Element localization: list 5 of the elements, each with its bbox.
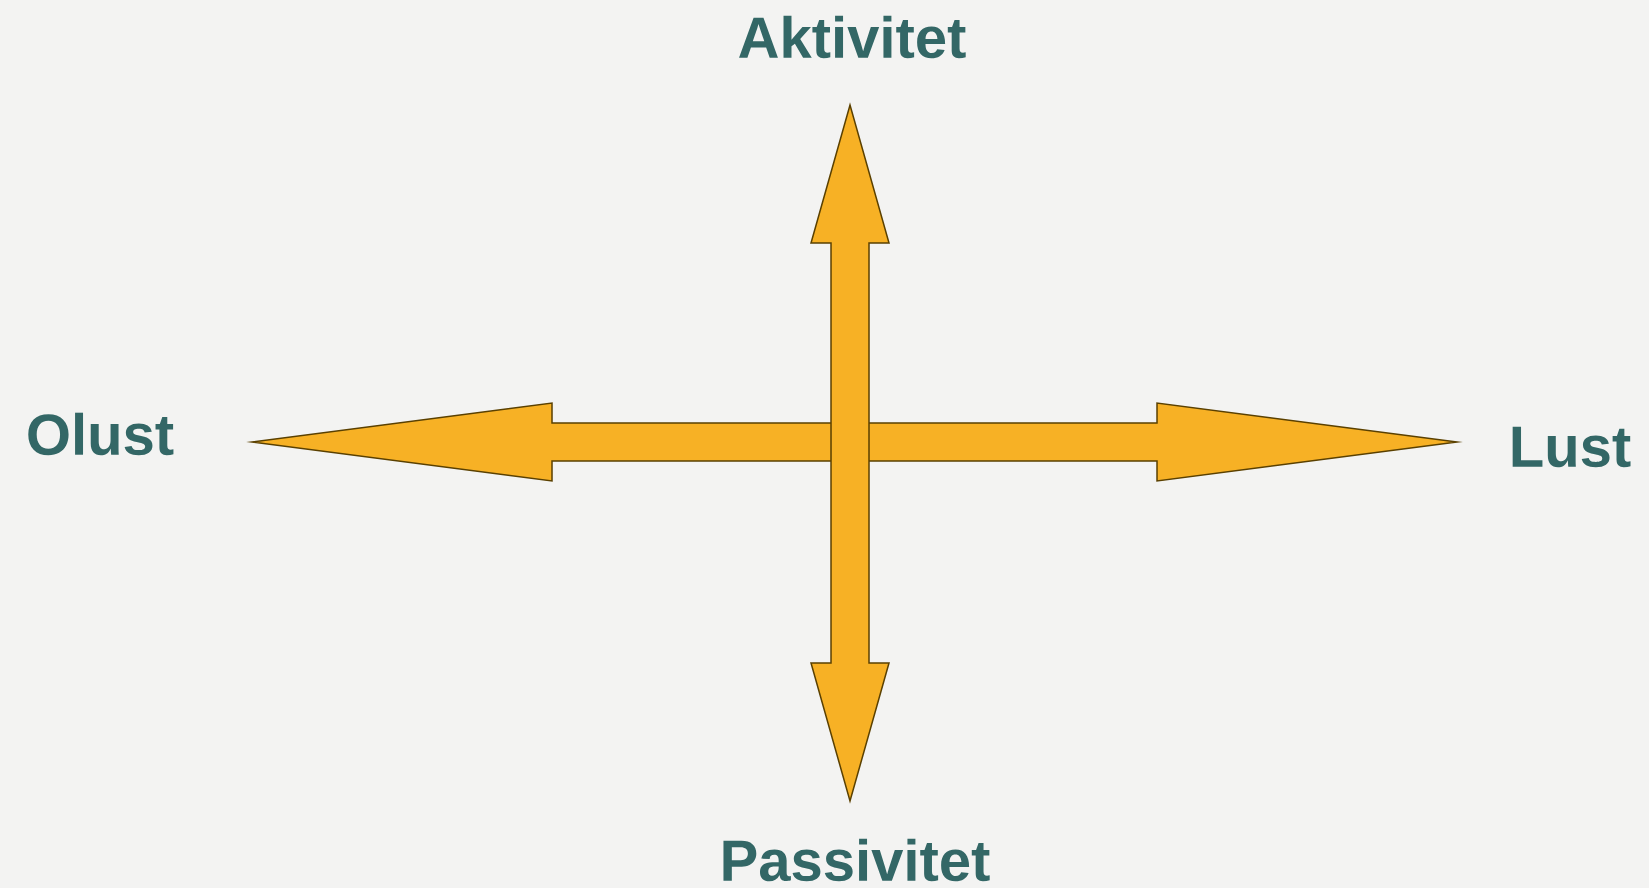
axis-label: Aktivitet [739,15,966,59]
axis-label: Lust [1512,426,1631,468]
axis-label: Olust [28,412,174,456]
double-arrow [810,102,890,804]
axis-label: Passivitet [723,838,990,882]
